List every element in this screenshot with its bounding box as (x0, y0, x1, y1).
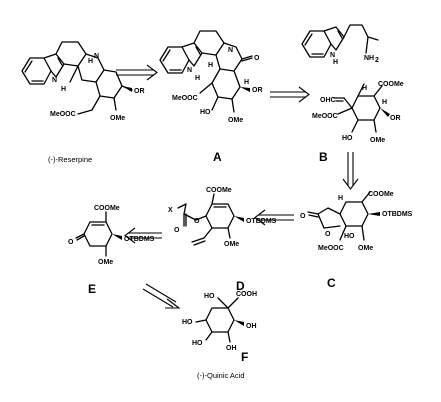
tryptamine-amine-subscript: 2 (375, 57, 379, 64)
tryptamine-structure: N H NH 2 (301, 24, 379, 66)
tryptamine-indole-nitrogen: N (330, 52, 335, 59)
f-hydroxyl-bottom: OH (226, 345, 237, 352)
b-hydrogen: H (362, 85, 367, 92)
label-d: D (236, 279, 245, 293)
label-a: A (213, 150, 222, 164)
d-ome: OMe (224, 241, 239, 248)
e-carbonyl-oxygen: O (68, 239, 74, 246)
b-ome: OMe (370, 137, 385, 144)
f-hydroxyl-top: HO (204, 293, 215, 300)
e-otbdms: OTBDMS (124, 236, 155, 243)
reserpine-hydrogen-2: H (88, 58, 93, 65)
a-carbonyl-oxygen: O (254, 55, 260, 62)
f-carboxylic-acid: COOH (236, 291, 257, 298)
compound-f-structure: HO COOH HO HO OH OH F (-)-Quinic Acid (182, 291, 257, 380)
e-ome: OMe (98, 259, 113, 266)
label-b: B (319, 150, 328, 164)
reserpine-indole-nitrogen: N (52, 77, 57, 84)
label-c: C (327, 276, 336, 290)
retro-arrow-reserpine-to-a (116, 64, 158, 81)
f-hydroxyl-right: OH (246, 323, 257, 330)
reserpine-ester: MeOOC (50, 111, 76, 118)
d-ester-oxygen: O (194, 218, 200, 225)
reserpine-ome: OMe (110, 115, 125, 122)
reserpine-nitrogen: N (94, 53, 99, 60)
c-hydrogen: H (338, 195, 343, 202)
b-ester: MeOOC (312, 113, 338, 120)
c-hydroxyl: HO (344, 233, 355, 240)
c-lactone-ring-oxygen: O (325, 231, 331, 238)
b-hydroxyl: HO (342, 135, 353, 142)
retro-arrow-c-to-d (254, 209, 294, 226)
a-hydroxyl: HO (200, 109, 211, 116)
retro-arrow-a-to-b (270, 86, 310, 103)
a-indole-nitrogen: N (187, 67, 192, 74)
b-hydrogen-2: H (382, 99, 387, 106)
reserpine-hydrogen: H (61, 86, 66, 93)
b-or: OR (390, 115, 401, 122)
c-ester: MeOOC (318, 245, 344, 252)
a-hydrogen-3: H (244, 79, 249, 86)
b-ester-top: COOMe (378, 81, 404, 88)
label-e: E (88, 282, 96, 296)
c-lactone-carbonyl-oxygen: O (300, 213, 306, 220)
a-hydrogen-2: H (208, 62, 213, 69)
retro-arrow-e-to-f (142, 283, 181, 309)
c-ome: OMe (358, 245, 373, 252)
a-ome: OMe (228, 117, 243, 124)
compound-b-structure: OHC COOMe MeOOC HO OR OMe H H B (312, 81, 404, 164)
tryptamine-hydrogen: H (333, 59, 338, 66)
a-nitrogen: N (228, 47, 233, 54)
b-aldehyde: OHC (320, 97, 336, 104)
e-ester-top: COOMe (94, 205, 120, 212)
label-f: F (241, 350, 248, 364)
retro-arrow-d-to-e (124, 227, 162, 244)
reserpine-caption: (-)-Reserpine (48, 155, 92, 164)
reserpine-structure: N H H N MeOOC OR OMe (-)-Reserpine (21, 41, 145, 164)
a-hydrogen: H (195, 75, 200, 82)
retro-arrow-b-to-c (342, 152, 359, 190)
f-hydroxyl-left: HO (182, 319, 193, 326)
compound-d-structure: X COOMe O O OTBDMS OMe D (168, 187, 277, 293)
tryptamine-amine: NH (364, 55, 374, 62)
c-ester-top: COOMe (368, 191, 394, 198)
c-otbdms: OTBDMS (382, 211, 413, 218)
a-ester: MeOOC (172, 95, 198, 102)
d-x: X (168, 207, 173, 214)
d-ester-top: COOMe (206, 187, 232, 194)
reserpine-or: OR (134, 88, 145, 95)
d-carbonyl-oxygen: O (174, 227, 180, 234)
quinic-acid-caption: (-)-Quinic Acid (197, 371, 245, 380)
a-or: OR (252, 87, 263, 94)
compound-a-structure: N H H N O MeOOC HO OR OMe H A (159, 30, 263, 164)
compound-c-structure: COOMe O O MeOOC OTBDMS OMe H HO C (300, 191, 413, 290)
f-hydroxyl-bottom-left: HO (192, 340, 203, 347)
compound-e-structure: COOMe O OTBDMS OMe E (68, 205, 155, 296)
d-otbdms: OTBDMS (246, 218, 277, 225)
